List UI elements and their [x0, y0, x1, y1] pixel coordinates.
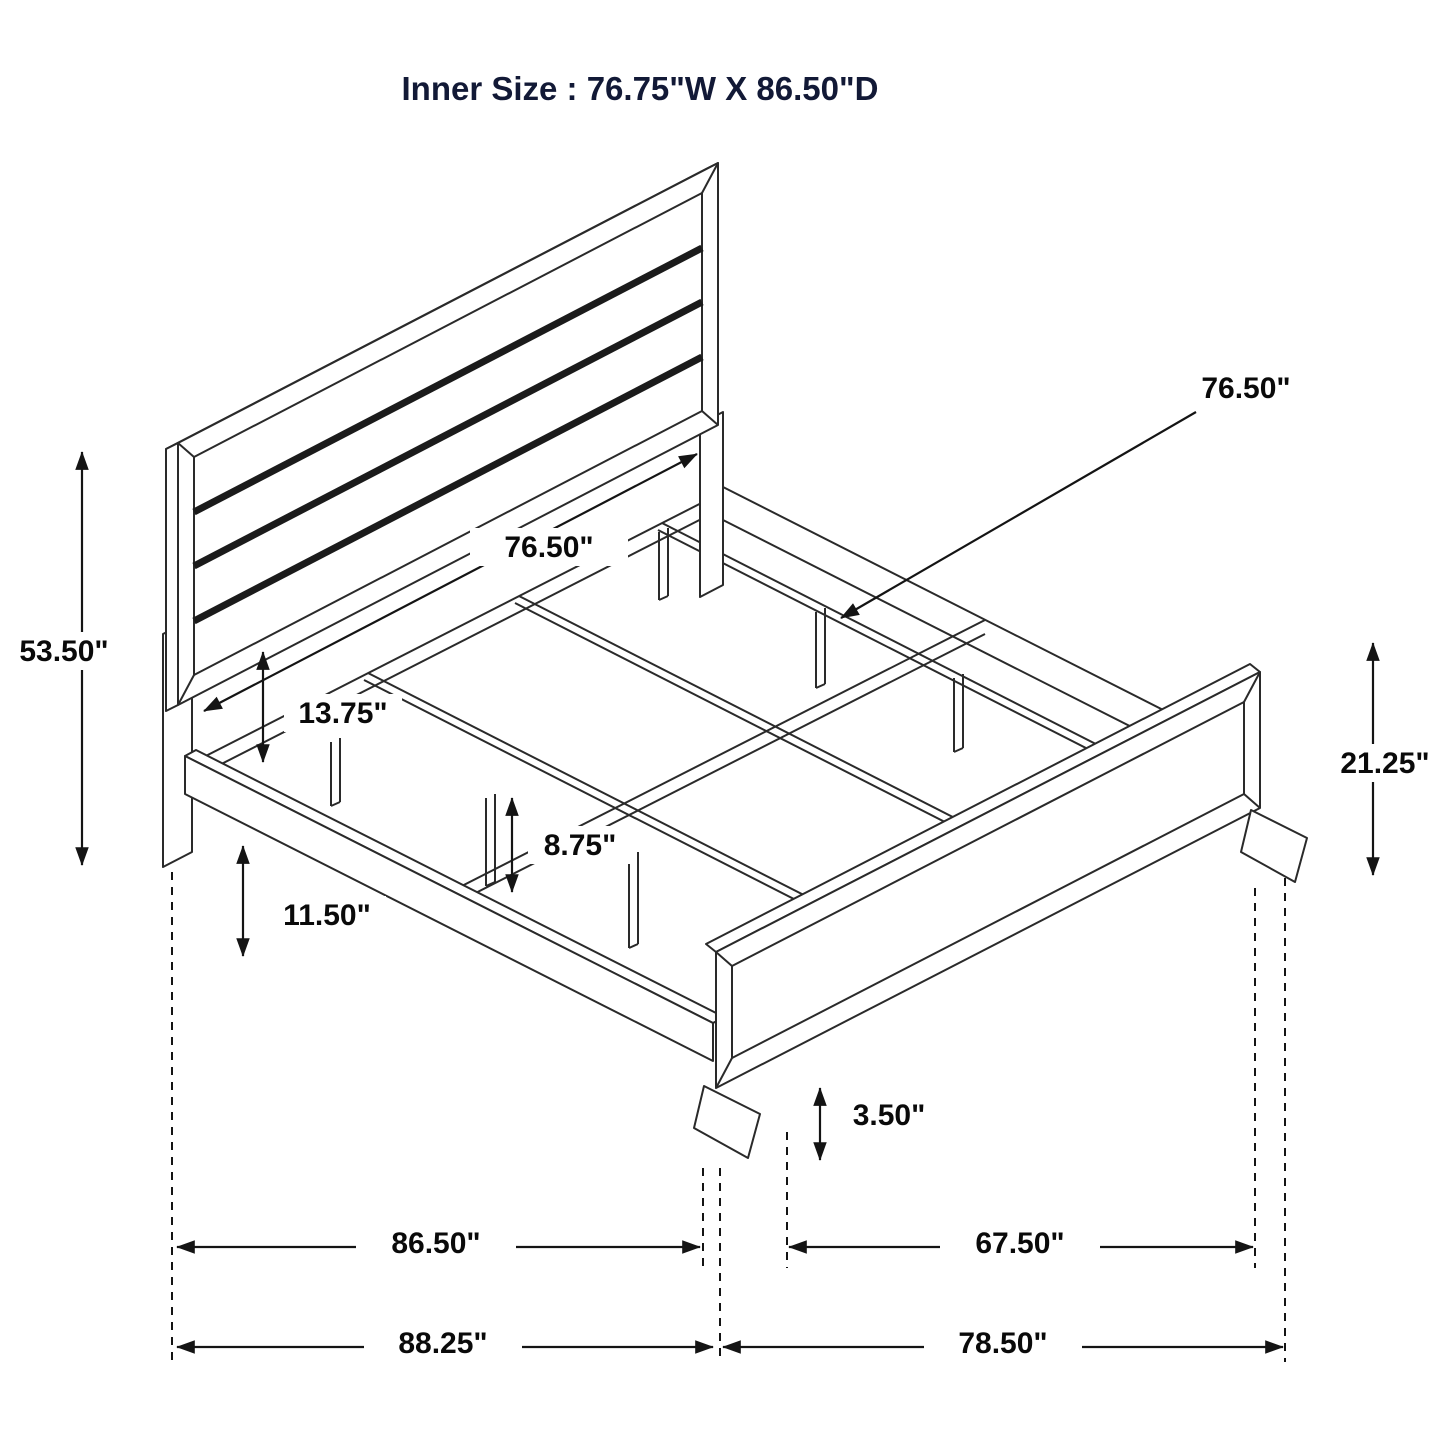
dim-side-rail-length: 76.50" [840, 372, 1291, 619]
dim-label-slat-support-height: 8.75" [544, 829, 617, 862]
dim-inner-depth: 86.50" [176, 1224, 701, 1260]
dim-label-footboard-inner-width: 67.50" [975, 1227, 1064, 1260]
dim-label-headboard-width: 76.50" [504, 531, 593, 564]
dim-label-rail-top-to-headboard: 13.75" [298, 697, 387, 730]
footboard-feet [693, 809, 1308, 1159]
dim-label-side-rail-height: 11.50" [283, 899, 371, 932]
dim-label-inner-depth: 86.50" [391, 1227, 480, 1260]
dim-overall-depth: 88.25" [176, 1324, 714, 1360]
diagram-title: Inner Size : 76.75"W X 86.50"D [402, 70, 879, 107]
dim-overall-width: 78.50" [722, 1324, 1284, 1360]
dimension-annotations: 53.50" 13.75" 11.50" 8.75" 21.25" 3.50" [6, 372, 1444, 1360]
dim-headboard-width: 76.50" [203, 453, 698, 712]
dim-label-side-rail-length: 76.50" [1201, 372, 1290, 405]
dim-side-rail-height: 11.50" [236, 845, 386, 957]
footboard [693, 663, 1308, 1159]
dim-footboard-inner-width: 67.50" [788, 1224, 1254, 1260]
bed-frame-drawing [162, 162, 1308, 1159]
dim-label-headboard-height: 53.50" [19, 635, 108, 668]
dim-slat-support-height: 8.75" [505, 797, 632, 893]
extension-lines [171, 872, 1286, 1362]
headboard [165, 162, 719, 712]
dim-label-footboard-height: 21.25" [1340, 747, 1429, 780]
dim-footboard-clearance: 3.50" [813, 1087, 940, 1161]
dim-label-footboard-clearance: 3.50" [853, 1099, 926, 1132]
left-side-rail [184, 749, 725, 1062]
dim-label-overall-depth: 88.25" [398, 1327, 487, 1360]
dim-label-overall-width: 78.50" [958, 1327, 1047, 1360]
dim-footboard-height: 21.25" [1326, 642, 1444, 876]
dim-headboard-height: 53.50" [6, 451, 124, 866]
